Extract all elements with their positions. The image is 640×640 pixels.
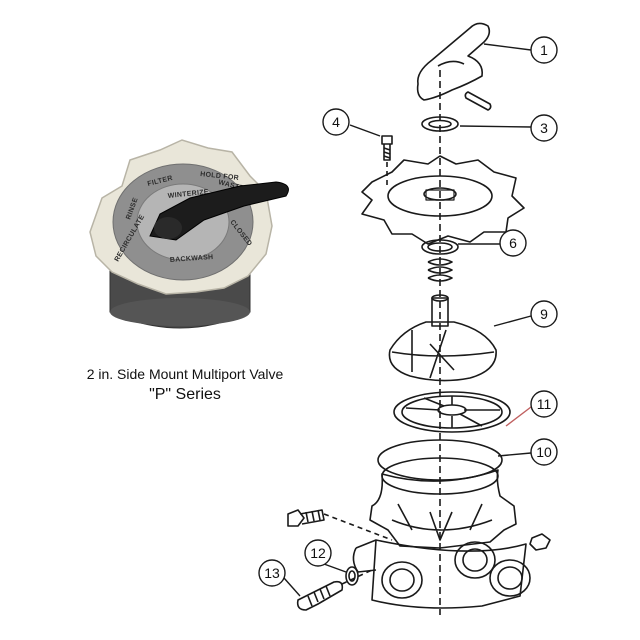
part-o-ring-12 bbox=[345, 566, 359, 586]
leader-9 bbox=[493, 315, 532, 327]
callout-13-label: 13 bbox=[264, 565, 280, 581]
callout-6-label: 6 bbox=[509, 235, 517, 251]
part-spider-gasket bbox=[393, 391, 511, 433]
leader-4 bbox=[349, 124, 381, 137]
part-nut bbox=[529, 533, 551, 551]
part-port-right bbox=[489, 559, 531, 597]
part-drain-plug bbox=[296, 580, 344, 611]
part-port-side bbox=[352, 539, 377, 573]
callout-11-label: 11 bbox=[537, 396, 552, 412]
callout-10-label: 10 bbox=[536, 444, 552, 460]
callout-12-label: 12 bbox=[310, 545, 326, 561]
callout-11: 11 bbox=[530, 390, 558, 418]
callout-12: 12 bbox=[304, 539, 332, 567]
callout-4: 4 bbox=[322, 108, 350, 136]
leader-12 bbox=[323, 563, 347, 573]
valve-handle bbox=[149, 181, 289, 241]
leader-10 bbox=[497, 452, 532, 457]
callout-4-label: 4 bbox=[332, 114, 340, 130]
leader-13 bbox=[283, 577, 301, 597]
callout-9: 9 bbox=[530, 300, 558, 328]
callout-13: 13 bbox=[258, 559, 286, 587]
part-handle-detail bbox=[437, 60, 465, 67]
callout-1: 1 bbox=[530, 36, 558, 64]
part-handle bbox=[416, 22, 491, 101]
part-port-left bbox=[381, 561, 423, 599]
callout-1-label: 1 bbox=[540, 42, 548, 58]
callout-9-label: 9 bbox=[540, 306, 548, 322]
callout-3: 3 bbox=[530, 114, 558, 142]
part-port-center bbox=[454, 541, 496, 579]
part-drain-bolt bbox=[287, 509, 325, 527]
part-cover-flange bbox=[361, 155, 525, 245]
dial-label-backwash: BACKWASH bbox=[170, 254, 214, 264]
callout-10: 10 bbox=[530, 438, 558, 466]
caption-series: "P" Series bbox=[149, 386, 221, 403]
valve-base-bottom bbox=[110, 298, 250, 326]
dial-label-hold-for: HOLD FOR bbox=[200, 171, 239, 182]
part-spring bbox=[427, 258, 453, 282]
leader-11 bbox=[505, 406, 532, 427]
valve-photo: FILTER WINTERIZE WASTE CLOSED BACKWASH R… bbox=[89, 139, 289, 329]
valve-handle-hub bbox=[154, 217, 182, 239]
part-valve-housing bbox=[371, 539, 527, 609]
leader-1 bbox=[483, 43, 532, 51]
part-o-ring-3 bbox=[421, 116, 459, 132]
part-rotor-stem bbox=[431, 297, 449, 327]
part-handle-pin bbox=[464, 91, 492, 111]
caption-title: 2 in. Side Mount Multiport Valve bbox=[86, 366, 284, 382]
part-valve-body bbox=[369, 469, 517, 549]
callout-3-label: 3 bbox=[540, 120, 548, 136]
dial-label-winterize: WINTERIZE bbox=[167, 189, 209, 200]
part-o-ring-6 bbox=[421, 239, 459, 255]
leader-3 bbox=[459, 125, 532, 128]
part-body-gasket bbox=[377, 439, 503, 481]
callout-6: 6 bbox=[499, 229, 527, 257]
part-rotor bbox=[388, 321, 497, 382]
